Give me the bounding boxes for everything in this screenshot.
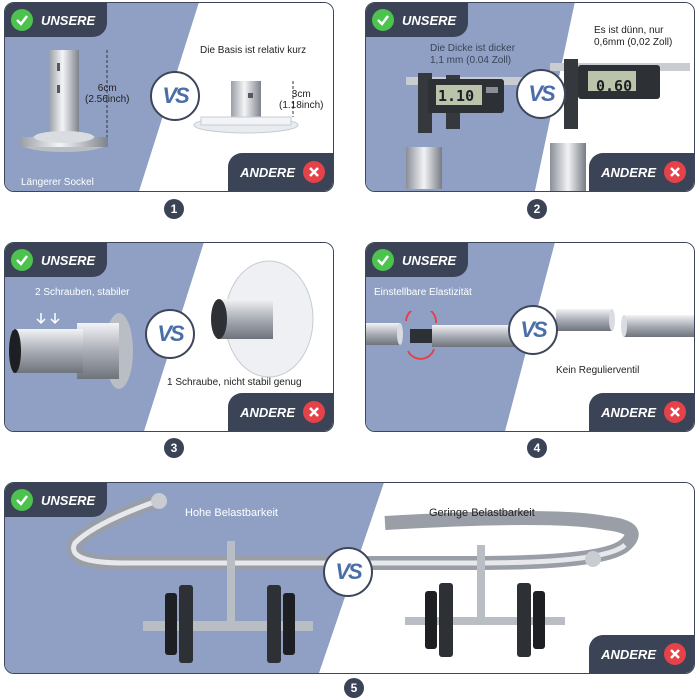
other-caption: Kein Regulierventil [556, 365, 640, 376]
ours-caption: Längerer Sockel [21, 177, 94, 188]
other-caption: Geringe Belastbarkeit [429, 507, 535, 519]
step-number-2: 2 [527, 199, 547, 219]
comparison-panel-1: 6cm (2.56inch) Längerer Sockel Die Basis… [4, 2, 334, 192]
other-label: ANDERE [601, 646, 656, 662]
comparison-panel-2: Die Dicke ist dicker 1,1 mm (0.04 Zoll) … [365, 2, 695, 192]
caliper-ours-reading: 1.10 [438, 87, 475, 105]
ours-badge: UNSERE [366, 3, 469, 37]
vs-emblem: VS [323, 547, 373, 597]
ours-caption-line1: Die Dicke ist dicker [430, 43, 516, 54]
vs-emblem: VS [516, 69, 566, 119]
other-dimension: 3cm (1.18inch) [279, 89, 324, 111]
comparison-panel-4: Einstellbare Elastizität Kein Regulierve… [365, 242, 695, 432]
other-label: ANDERE [601, 164, 656, 180]
one-screw-mount-image [211, 260, 314, 378]
check-icon [372, 249, 394, 271]
step-number-1: 1 [164, 199, 184, 219]
ours-caption: 2 Schrauben, stabiler [35, 287, 130, 298]
other-badge: ANDERE [589, 153, 694, 191]
vs-emblem: VS [150, 71, 200, 121]
other-label: ANDERE [240, 404, 295, 420]
check-icon [11, 249, 33, 271]
check-icon [372, 9, 394, 31]
cross-icon [664, 643, 686, 665]
step-number-5: 5 [344, 678, 364, 698]
ours-label: UNSERE [41, 492, 96, 508]
ours-label: UNSERE [41, 12, 96, 28]
cross-icon [303, 401, 325, 423]
step-number-3: 3 [164, 438, 184, 458]
check-icon [11, 9, 33, 31]
check-icon [11, 489, 33, 511]
other-caption-line2: 0,6mm (0,02 Zoll) [594, 37, 673, 48]
cross-icon [664, 401, 686, 423]
other-badge: ANDERE [228, 153, 333, 191]
other-caption: 1 Schraube, nicht stabil genug [167, 377, 302, 388]
cross-icon [664, 161, 686, 183]
cross-icon [303, 161, 325, 183]
ours-badge: UNSERE [5, 3, 108, 37]
other-badge: ANDERE [589, 635, 694, 673]
ours-label: UNSERE [402, 252, 457, 268]
ours-caption: Hohe Belastbarkeit [185, 507, 278, 519]
two-screw-mount-image [9, 313, 133, 389]
caliper-other-reading: 0.60 [596, 77, 633, 95]
short-base-image [193, 81, 299, 134]
ours-label: UNSERE [402, 12, 457, 28]
step-number-4: 4 [527, 438, 547, 458]
caliper-other-image [550, 59, 690, 191]
vs-emblem: VS [508, 305, 558, 355]
other-badge: ANDERE [589, 393, 694, 431]
ours-badge: UNSERE [366, 243, 469, 277]
adjustable-tube-image [366, 311, 516, 360]
vs-emblem: VS [145, 309, 195, 359]
other-caption-line1: Es ist dünn, nur [594, 25, 664, 36]
other-label: ANDERE [601, 404, 656, 420]
ours-badge: UNSERE [5, 483, 108, 517]
ours-label: UNSERE [41, 252, 96, 268]
ours-dimension: 6cm (2.56inch) [85, 83, 130, 105]
comparison-panel-3: 2 Schrauben, stabiler 1 Schraube, nicht … [4, 242, 334, 432]
comparison-panel-5: Hohe Belastbarkeit Geringe Belastbarkeit… [4, 482, 695, 674]
caliper-ours-image [406, 73, 524, 189]
other-label: ANDERE [240, 164, 295, 180]
pull-up-bar-load-image [66, 493, 639, 663]
other-caption: Die Basis ist relativ kurz [200, 45, 307, 56]
plain-tube-image [556, 309, 694, 337]
ours-badge: UNSERE [5, 243, 108, 277]
ours-caption-line2: 1,1 mm (0.04 Zoll) [430, 55, 512, 66]
other-badge: ANDERE [228, 393, 333, 431]
long-base-image [20, 50, 108, 152]
ours-caption: Einstellbare Elastizität [374, 287, 472, 298]
